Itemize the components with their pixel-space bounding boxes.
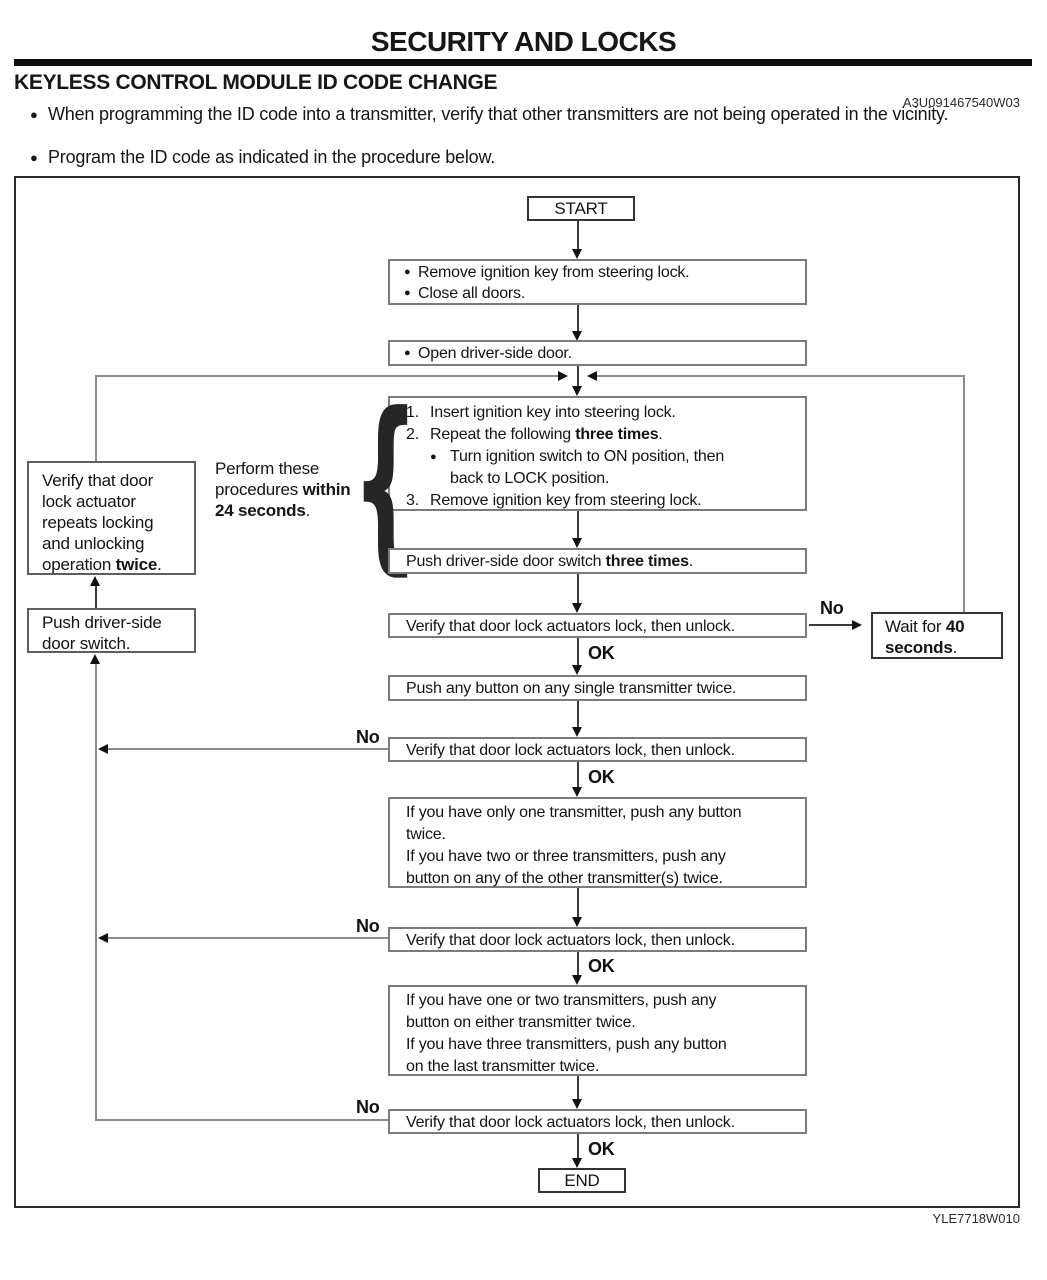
node-start: START <box>527 196 635 221</box>
bullet-icon: ● <box>30 107 38 122</box>
step-number: 3. <box>406 492 419 509</box>
connector-line <box>577 366 579 386</box>
header-bullet-2: ● Program the ID code as indicated in th… <box>30 147 1038 169</box>
header-bullet-1-text: When programming the ID code into a tran… <box>48 104 949 124</box>
node-prep: ● Remove ignition key from steering lock… <box>388 259 807 305</box>
arrowhead-right-icon <box>852 620 862 630</box>
connector-line <box>809 624 852 626</box>
procedure-step-3: Remove ignition key from steering lock. <box>430 492 702 509</box>
arrowhead-down-icon <box>572 603 582 613</box>
timing-note-line-2: procedures within <box>215 480 351 499</box>
feedback-line-left-upper <box>95 377 97 461</box>
arrowhead-down-icon <box>572 1099 582 1109</box>
connector-line <box>95 586 97 608</box>
connector-line <box>577 1134 579 1158</box>
node-verify-4: Verify that door lock actuators lock, th… <box>388 1109 807 1134</box>
procedure-step-2-sub: Turn ignition switch to ON position, the… <box>450 448 725 465</box>
edge-label-no-2: No <box>356 916 380 936</box>
arrowhead-down-icon <box>572 727 582 737</box>
arrowhead-down-icon <box>572 1158 582 1168</box>
page-title: SECURITY AND LOCKS <box>370 26 677 57</box>
arrowhead-up-icon <box>90 654 100 664</box>
procedure-step-2: Repeat the following three times. <box>430 426 663 443</box>
node-transmitter-step-1: If you have only one transmitter, push a… <box>388 797 807 888</box>
header-bullet-1: ● When programming the ID code into a tr… <box>30 104 1038 126</box>
feedback-line-no-1 <box>108 748 388 750</box>
edge-label-no-1: No <box>356 727 380 747</box>
feedback-line-left-lower <box>95 664 97 1121</box>
arrowhead-down-icon <box>572 538 582 548</box>
connector-line <box>577 888 579 917</box>
document-code: A3U091467540W03 <box>902 95 1020 110</box>
connector-line <box>577 221 579 249</box>
node-open-door-text: Open driver-side door. <box>418 345 572 362</box>
step-number: 1. <box>406 404 419 421</box>
brace-glyph: { <box>352 373 419 592</box>
header-bullet-2-text: Program the ID code as indicated in the … <box>48 147 496 167</box>
bullet-icon: ● <box>430 451 437 463</box>
procedure-step-2-sub-cont: back to LOCK position. <box>450 470 610 487</box>
feedback-line-right <box>963 377 965 612</box>
node-open-door: ● Open driver-side door. <box>388 340 807 366</box>
timing-note-line-1: Perform these <box>215 459 320 478</box>
bullet-icon: ● <box>404 266 411 278</box>
arrowhead-down-icon <box>572 665 582 675</box>
timing-note-line-3: 24 seconds. <box>215 501 311 520</box>
node-prep-line-2: Close all doors. <box>418 285 526 302</box>
node-verify-2: Verify that door lock actuators lock, th… <box>388 737 807 762</box>
node-verify-1: Verify that door lock actuators lock, th… <box>388 613 807 638</box>
node-push-switch-three-times: Push driver-side door switch three times… <box>388 548 807 574</box>
arrowhead-down-icon <box>572 917 582 927</box>
node-push-door-switch: Push driver-side door switch. <box>27 608 196 653</box>
section-heading: KEYLESS CONTROL MODULE ID CODE CHANGE <box>14 71 498 94</box>
connector-line <box>577 574 579 603</box>
edge-label-ok-3: OK <box>588 956 615 976</box>
arrowhead-up-icon <box>90 576 100 586</box>
header-rule <box>14 59 1032 66</box>
edge-label-ok-1: OK <box>588 643 615 663</box>
edge-label-ok-2: OK <box>588 767 615 787</box>
edge-label-ok-4: OK <box>588 1139 615 1159</box>
node-transmitter-step-2: If you have one or two transmitters, pus… <box>388 985 807 1076</box>
connector-line <box>577 762 579 787</box>
connector-line <box>577 701 579 727</box>
arrowhead-left-icon <box>98 933 108 943</box>
procedure-step-1: Insert ignition key into steering lock. <box>430 404 676 421</box>
feedback-line-right-top <box>597 375 965 377</box>
bullet-icon: ● <box>30 150 38 165</box>
figure-code: YLE7718W010 <box>932 1211 1020 1226</box>
arrowhead-down-icon <box>572 249 582 259</box>
connector-line <box>577 511 579 538</box>
arrowhead-right-icon <box>558 371 568 381</box>
arrowhead-left-icon <box>587 371 597 381</box>
arrowhead-down-icon <box>572 975 582 985</box>
node-verify-actuator: Verify that door lock actuator repeats l… <box>27 461 196 575</box>
feedback-line-no-3 <box>95 1119 388 1121</box>
step-number: 2. <box>406 426 419 443</box>
connector-line <box>577 305 579 331</box>
node-push-any-single: Push any button on any single transmitte… <box>388 675 807 701</box>
node-prep-line-1: Remove ignition key from steering lock. <box>418 264 690 281</box>
node-wait-40-seconds: Wait for 40 seconds. <box>871 612 1003 659</box>
arrowhead-down-icon <box>572 386 582 396</box>
node-procedure: 1. Insert ignition key into steering loc… <box>388 396 807 511</box>
connector-line <box>577 638 579 665</box>
feedback-line-left-top <box>95 375 558 377</box>
timing-note: Perform these procedures within 24 secon… <box>215 458 351 521</box>
node-verify-3: Verify that door lock actuators lock, th… <box>388 927 807 952</box>
bullet-icon: ● <box>404 287 411 299</box>
feedback-line-no-2 <box>108 937 388 939</box>
node-end: END <box>538 1168 626 1193</box>
edge-label-no-3: No <box>356 1097 380 1117</box>
connector-line <box>577 1076 579 1099</box>
arrowhead-left-icon <box>98 744 108 754</box>
arrowhead-down-icon <box>572 787 582 797</box>
connector-line <box>577 952 579 975</box>
edge-label-no-4: No <box>820 598 844 618</box>
arrowhead-down-icon <box>572 331 582 341</box>
bullet-icon: ● <box>404 347 411 359</box>
